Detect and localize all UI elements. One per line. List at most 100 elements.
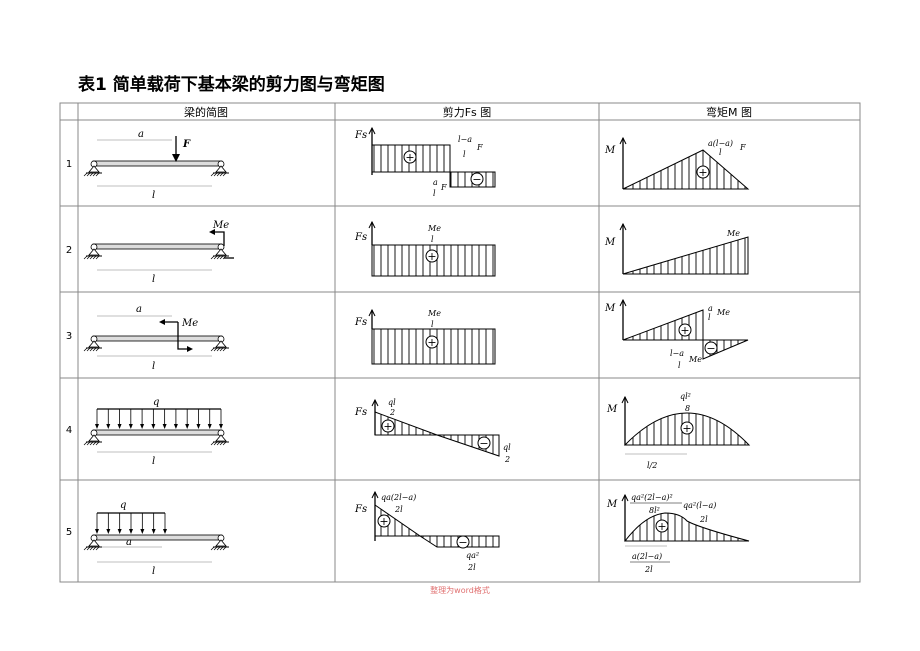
axis-arrow-icon xyxy=(368,220,376,229)
svg-text:Fs: Fs xyxy=(354,232,367,243)
svg-text:F: F xyxy=(440,183,447,192)
roller-support-icon xyxy=(210,429,229,446)
header-shear: 剪力Fs 图 xyxy=(443,105,492,119)
svg-text:+: + xyxy=(427,336,436,349)
svg-text:l−a: l−a xyxy=(458,135,472,144)
svg-text:2l: 2l xyxy=(467,563,476,572)
svg-text:M: M xyxy=(606,404,618,415)
svg-text:+: + xyxy=(405,151,414,164)
roller-support-icon xyxy=(210,243,229,260)
axis-arrow-icon xyxy=(371,398,379,407)
table-grid xyxy=(59,102,861,583)
svg-text:+: + xyxy=(698,166,707,179)
svg-text:8: 8 xyxy=(685,404,690,413)
axis-arrow-icon xyxy=(368,126,376,135)
row-number: 4 xyxy=(66,425,72,436)
header-moment: 弯矩M 图 xyxy=(706,105,752,119)
beam-row-2: Me l xyxy=(92,220,234,285)
moment-row-2: M Me xyxy=(604,224,749,275)
svg-text:Fs: Fs xyxy=(354,317,367,328)
svg-text:ql²: ql² xyxy=(680,392,691,401)
svg-text:l: l xyxy=(678,361,681,370)
svg-text:2l: 2l xyxy=(699,515,708,524)
roller-support-icon xyxy=(210,160,229,177)
svg-text:q: q xyxy=(120,500,126,511)
pin-support-icon xyxy=(83,160,102,177)
svg-text:F: F xyxy=(739,143,746,152)
svg-text:Me: Me xyxy=(716,308,730,317)
svg-text:q: q xyxy=(153,397,159,408)
svg-text:Me: Me xyxy=(212,220,229,231)
svg-text:qa²: qa² xyxy=(466,551,479,560)
svg-text:qa²(l−a): qa²(l−a) xyxy=(683,501,716,510)
svg-text:Fs: Fs xyxy=(354,130,367,141)
svg-text:Me: Me xyxy=(181,318,198,329)
svg-text:a: a xyxy=(433,178,438,187)
svg-text:a: a xyxy=(136,304,142,315)
beam-diagrams: a F l Me l a Me l q l q a l xyxy=(83,129,234,577)
axis-arrow-icon xyxy=(619,222,627,231)
svg-text:a(2l−a): a(2l−a) xyxy=(632,552,662,561)
axis-arrow-icon xyxy=(371,490,379,499)
svg-text:l: l xyxy=(152,190,155,201)
svg-text:l: l xyxy=(152,566,155,577)
row-number: 2 xyxy=(66,245,72,256)
svg-text:+: + xyxy=(427,250,436,263)
svg-text:M: M xyxy=(604,237,616,248)
svg-text:l: l xyxy=(152,456,155,467)
beam-row-4: q l xyxy=(92,397,223,467)
shear-diagrams: Fs l−alF alF + − Fs Mel + Fs Mel + Fs ql… xyxy=(354,128,511,572)
svg-text:Me: Me xyxy=(726,229,740,238)
svg-text:F: F xyxy=(476,143,483,152)
svg-text:2l: 2l xyxy=(644,565,653,574)
row-number: 5 xyxy=(66,527,72,538)
svg-text:a: a xyxy=(126,537,132,548)
svg-text:M: M xyxy=(606,499,618,510)
pin-support-icon xyxy=(83,243,102,260)
svg-text:a: a xyxy=(708,304,713,313)
svg-text:qa(2l−a): qa(2l−a) xyxy=(381,493,416,502)
distributed-load-arrows xyxy=(95,513,167,534)
svg-text:l−a: l−a xyxy=(670,349,684,358)
axis-arrow-icon xyxy=(621,493,629,502)
row-number: 3 xyxy=(66,331,72,342)
header-beam: 梁的简图 xyxy=(184,105,228,119)
svg-text:−: − xyxy=(479,437,488,450)
svg-text:+: + xyxy=(657,520,666,533)
svg-text:+: + xyxy=(379,515,388,528)
svg-text:Me: Me xyxy=(688,355,702,364)
svg-text:ql: ql xyxy=(388,398,396,407)
page-title: 表1 简单载荷下基本梁的剪力图与弯矩图 xyxy=(78,74,385,95)
shear-row-3: Fs Me l + xyxy=(354,309,496,365)
svg-text:l: l xyxy=(708,313,711,322)
svg-text:l: l xyxy=(152,274,155,285)
svg-text:F: F xyxy=(182,139,191,150)
svg-text:8l²: 8l² xyxy=(649,506,660,515)
svg-text:l/2: l/2 xyxy=(647,461,657,470)
shear-row-2: Fs Mel + xyxy=(354,222,496,277)
svg-text:+: + xyxy=(680,324,689,337)
svg-text:Me: Me xyxy=(427,309,441,318)
beam-row-3: a Me l xyxy=(92,304,223,372)
svg-text:l: l xyxy=(719,148,722,157)
shear-row-4: Fs ql2 ql2 + − xyxy=(354,398,511,464)
svg-text:Fs: Fs xyxy=(354,407,367,418)
pin-support-icon xyxy=(83,429,102,446)
axis-arrow-icon xyxy=(619,136,627,145)
svg-text:2: 2 xyxy=(504,455,510,464)
svg-text:l: l xyxy=(431,320,434,329)
beam-row-1: a F l xyxy=(92,129,223,201)
axis-arrow-icon xyxy=(619,298,627,307)
svg-text:M: M xyxy=(604,145,616,156)
svg-text:2: 2 xyxy=(389,408,395,417)
row-number: 1 xyxy=(66,159,72,170)
svg-text:+: + xyxy=(383,420,392,433)
pin-support-icon xyxy=(83,335,102,352)
roller-support-icon xyxy=(210,335,229,352)
svg-text:ql: ql xyxy=(503,443,511,452)
